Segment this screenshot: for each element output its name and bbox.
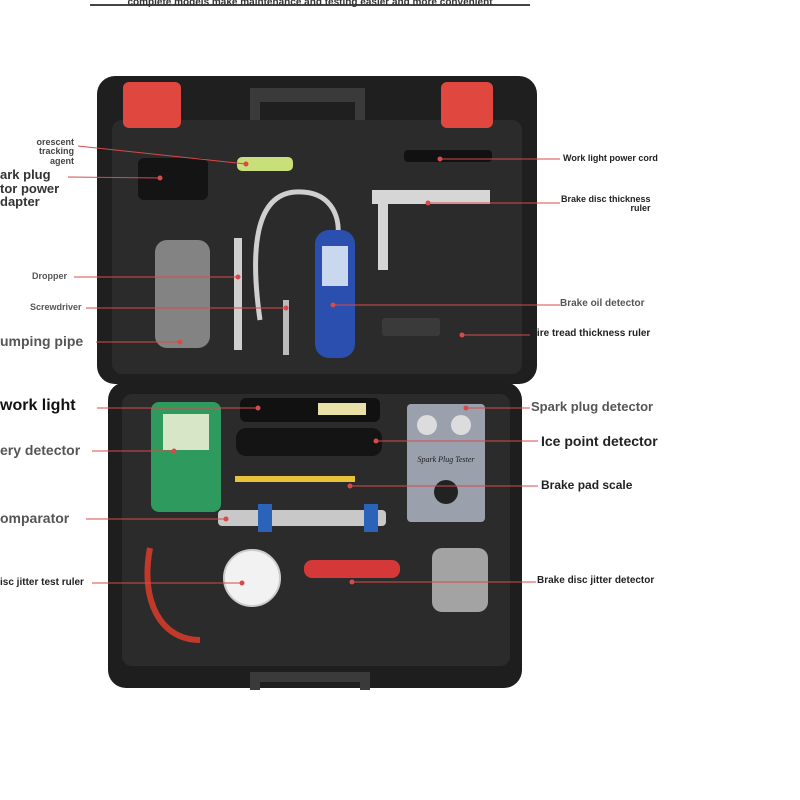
label-comparator: omparator [0,510,70,526]
label-spark-plug-detector: Spark plug detector [531,399,654,414]
screwdriver-icon [283,300,289,355]
pumping-pipe-icon [155,240,210,348]
tire-tread-ruler-icon [382,318,440,336]
dial-indicator-icon [223,549,281,607]
dropper-icon [234,238,242,350]
lid-handle [250,88,365,120]
flex-light-icon [253,189,341,321]
label-work-light: work light [0,397,76,414]
latch-left [123,82,181,128]
label-dropper: Dropper [32,271,68,281]
header-rule [90,4,530,6]
power-cord-icon [404,150,492,162]
label-brake-pad-scale: Brake pad scale [541,478,633,492]
label-tire-tread-thickness-ruler: Tire tread thickness ruler [531,328,651,339]
power-adapter-icon [138,158,208,200]
label-brake-disc-thickness-ruler: Brake disc thickness ruler [561,194,651,214]
label-fluorescent-tracking-agent: orescent tracking agent [36,137,74,166]
base-handle [250,672,370,690]
comparator-icon [218,510,386,526]
label-screwdriver: Screwdriver [30,302,82,312]
ice-point-detector-icon [236,428,382,456]
brake-disc-ruler-icon [372,190,490,204]
header-caption: complete models make maintenance and tes… [127,0,493,8]
leader-lines [67,145,560,584]
label-work-light-power-cord: Work light power cord [563,153,658,163]
label-spark-plug-power-adapter: ark plug tor power dapter [0,167,60,210]
tracking-agent-tube-icon [237,157,293,171]
label-ice-point-detector: Ice point detector [541,433,658,449]
label-battery-detector: ery detector [0,442,81,458]
label-brake-disc-jitter-detector: Brake disc jitter detector [537,575,655,586]
brake-pad-scale-icon [235,476,355,482]
latch-right [441,82,493,128]
label-disc-jitter-test-ruler: isc jitter test ruler [0,577,84,588]
label-pumping-pipe: umping pipe [0,333,84,349]
label-brake-oil-detector: Brake oil detector [560,298,645,309]
jitter-detector-icon [304,560,400,578]
spark-plug-tester-caption: Spark Plug Tester [417,455,475,464]
test-leads-icon [144,547,201,643]
